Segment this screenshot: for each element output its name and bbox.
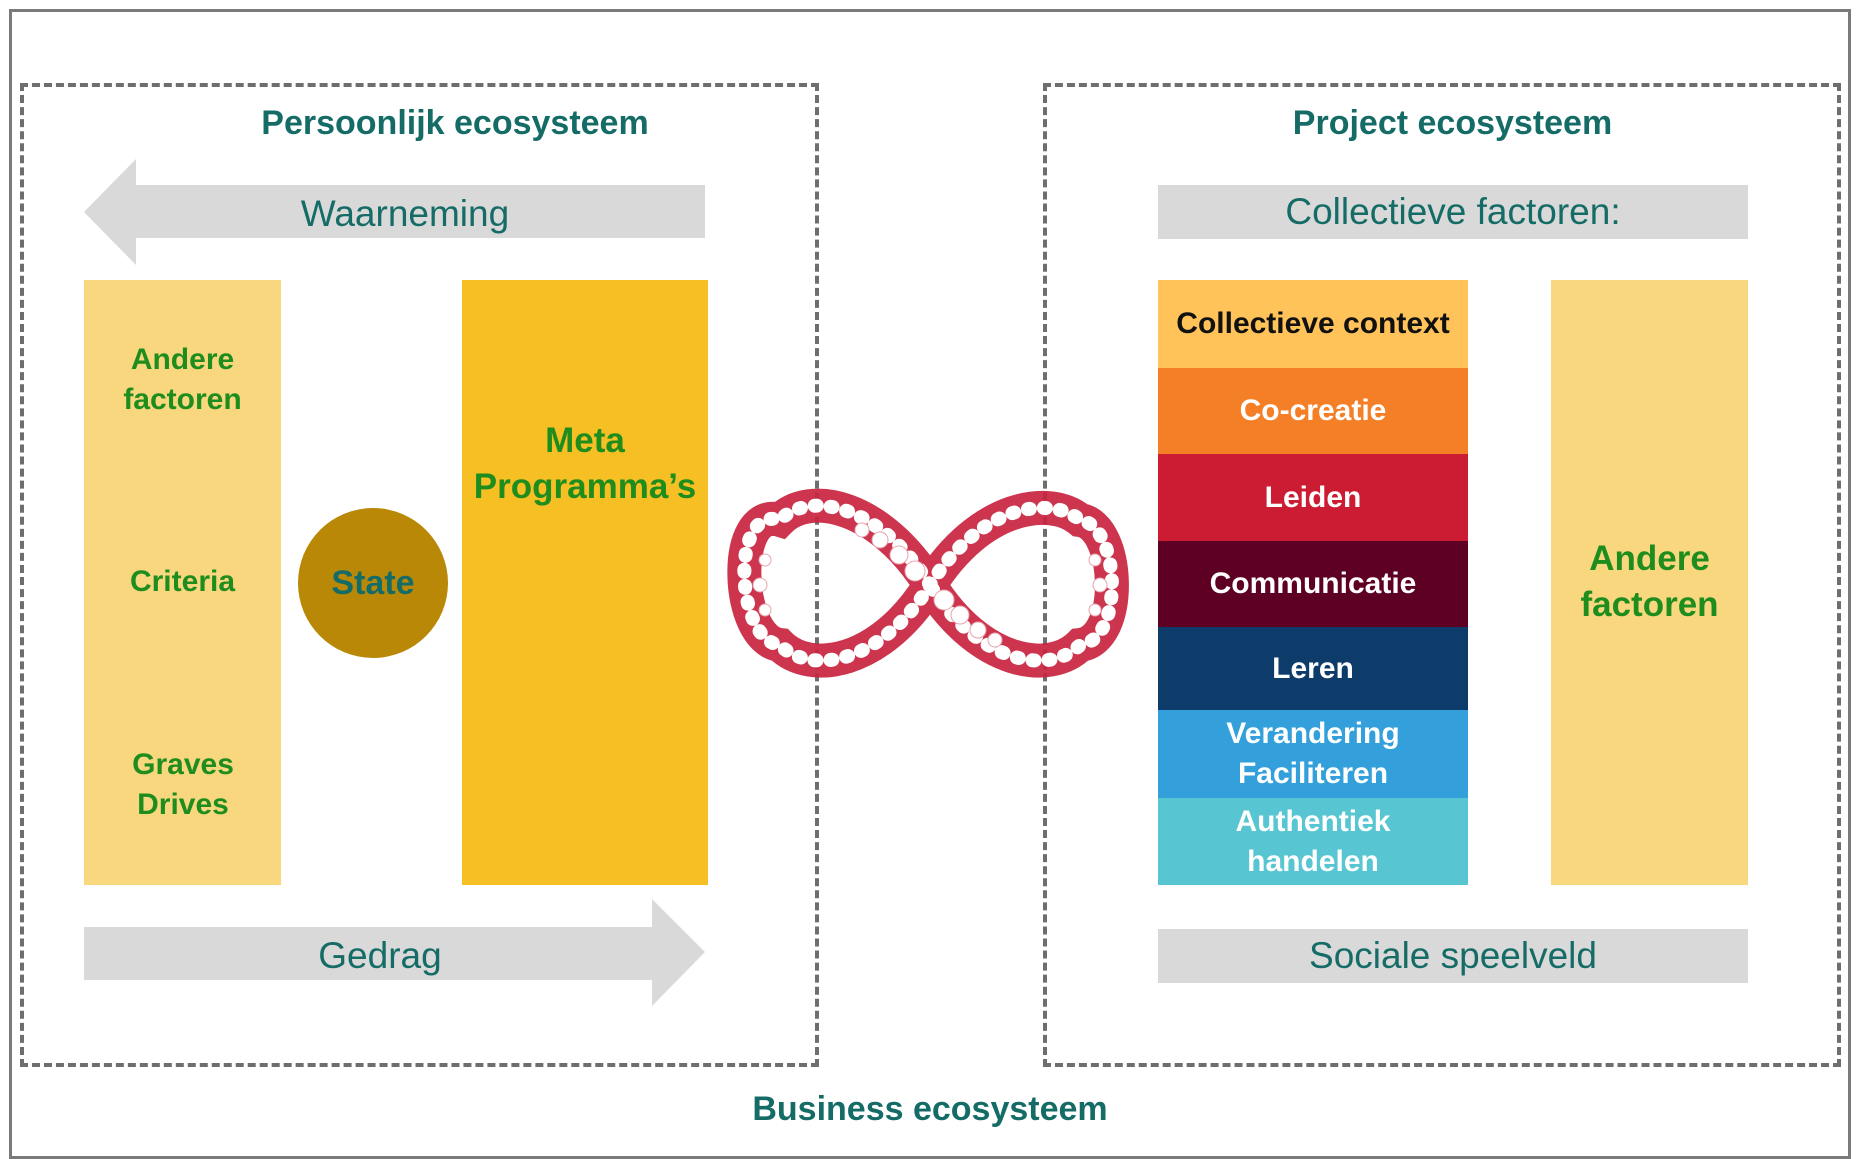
stack-item-authentic-acting: Authentiek handelen xyxy=(1158,798,1468,885)
project-ecosystem-title: Project ecosysteem xyxy=(1292,104,1613,142)
perception-arrow-shape xyxy=(84,159,705,265)
stack-item-learning: Leren xyxy=(1158,627,1468,710)
stack-item-leading: Leiden xyxy=(1158,454,1468,541)
collective-factors-band: Collectieve factoren: xyxy=(1158,185,1748,239)
project-ecosystem-frame xyxy=(1043,83,1841,1067)
perception-arrow-label: Waarneming xyxy=(300,193,510,234)
personal-ecosystem-title: Persoonlijk ecosysteem xyxy=(261,104,649,142)
stack-item-collective-context: Collectieve context xyxy=(1158,280,1468,368)
other-factors-label: Andere factoren xyxy=(123,343,242,416)
stack-item-facilitating-change: Verandering Faciliteren xyxy=(1158,710,1468,798)
personal-ecosystem-frame xyxy=(20,83,819,1067)
graves-drives-label: Graves Drives xyxy=(132,748,234,821)
meta-programs-label: Meta Programma’s xyxy=(473,421,697,506)
project-other-factors-column xyxy=(1551,280,1748,885)
meta-programs-column xyxy=(462,280,708,885)
stack-item-co-creation: Co-creatie xyxy=(1158,368,1468,454)
business-ecosystem-title: Business ecosysteem xyxy=(752,1090,1108,1128)
criteria-label: Criteria xyxy=(129,565,236,598)
collective-factors-stack: Collectieve context Co-creatie Leiden Co… xyxy=(1158,280,1468,885)
social-field-band: Sociale speelveld xyxy=(1158,929,1748,983)
personal-factors-column xyxy=(84,280,281,885)
state-circle: State xyxy=(298,508,448,658)
stack-item-communication: Communicatie xyxy=(1158,541,1468,627)
behaviour-arrow-shape xyxy=(84,899,705,1006)
project-other-factors-label: Andere factoren xyxy=(1580,539,1719,624)
state-label: State xyxy=(331,563,415,602)
behaviour-arrow-label: Gedrag xyxy=(318,935,442,976)
